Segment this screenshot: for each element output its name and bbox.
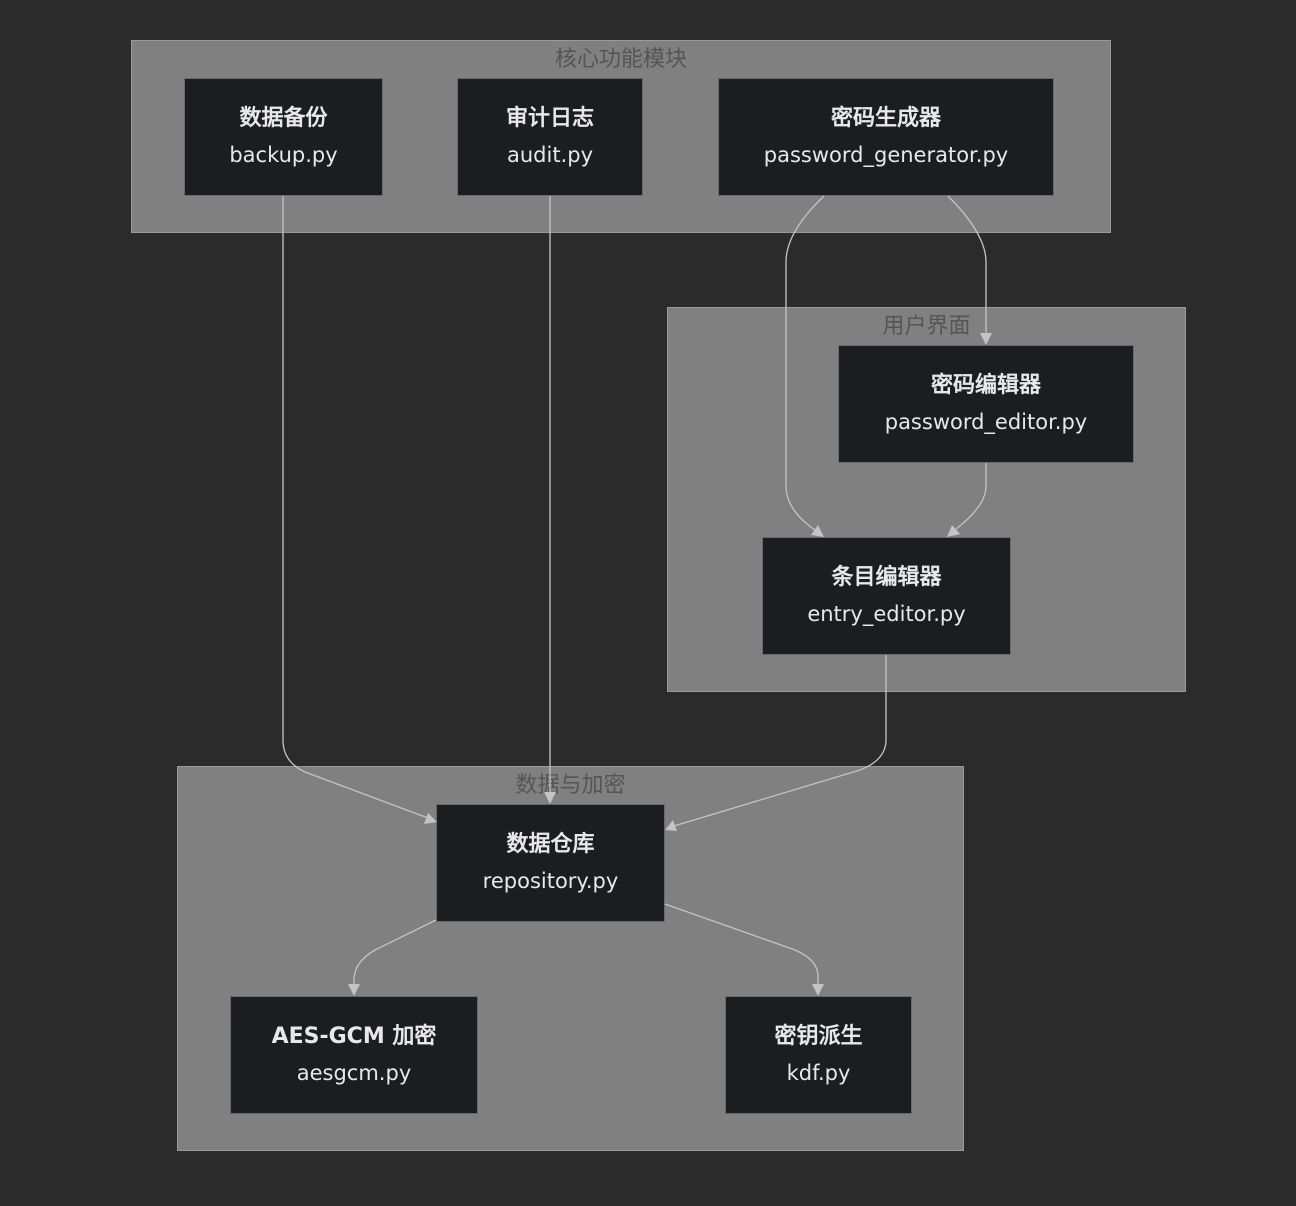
node-kdf-file: kdf.py: [786, 1061, 851, 1085]
cluster-data-encryption-title: 数据与加密: [515, 773, 626, 798]
node-password-generator-file: password_generator.py: [763, 143, 1009, 167]
node-kdf-title: 密钥派生: [774, 1024, 863, 1049]
node-kdf[interactable]: 密钥派生 kdf.py: [725, 996, 912, 1114]
node-repository[interactable]: 数据仓库 repository.py: [436, 804, 665, 922]
node-backup-file: backup.py: [229, 143, 338, 167]
node-aesgcm-file: aesgcm.py: [296, 1061, 412, 1085]
edge-backup-to-repository: [282, 196, 429, 819]
node-password-editor-file: password_editor.py: [884, 410, 1088, 434]
node-repository-title: 数据仓库: [506, 832, 595, 857]
cluster-user-interface-title: 用户界面: [882, 314, 971, 339]
node-audit-title: 审计日志: [505, 106, 594, 131]
node-password-generator[interactable]: 密码生成器 password_generator.py: [718, 78, 1054, 196]
cluster-core-modules-title: 核心功能模块: [554, 47, 687, 72]
node-audit-file: audit.py: [506, 143, 593, 167]
node-repository-file: repository.py: [482, 869, 619, 893]
node-password-editor[interactable]: 密码编辑器 password_editor.py: [838, 345, 1134, 463]
node-backup-title: 数据备份: [239, 106, 328, 131]
node-aesgcm[interactable]: AES-GCM 加密 aesgcm.py: [230, 996, 478, 1114]
node-password-generator-title: 密码生成器: [830, 106, 941, 131]
node-password-editor-title: 密码编辑器: [930, 373, 1041, 398]
node-entry-editor[interactable]: 条目编辑器 entry_editor.py: [762, 537, 1011, 655]
node-aesgcm-title: AES-GCM 加密: [271, 1024, 437, 1049]
node-backup[interactable]: 数据备份 backup.py: [184, 78, 383, 196]
node-entry-editor-title: 条目编辑器: [831, 565, 942, 590]
node-audit[interactable]: 审计日志 audit.py: [457, 78, 643, 196]
node-entry-editor-file: entry_editor.py: [807, 602, 966, 626]
